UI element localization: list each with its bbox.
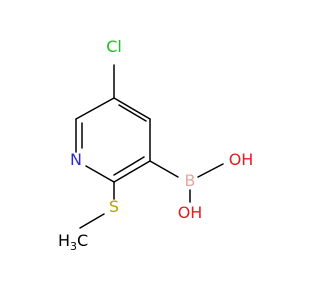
sulfur-label: S (109, 197, 119, 216)
hydroxyl-top-label: OH (229, 150, 254, 169)
bond-c6-c5 (75, 97, 115, 120)
molecule-canvas: Cl N B OH OH S H3C (58, 37, 254, 253)
chlorine-label: Cl (106, 37, 122, 56)
bond-c3-b (149, 160, 179, 178)
bond-c3-c2 (113, 160, 151, 183)
bonds (75, 64, 224, 229)
bond-s-ch3 (79, 213, 105, 229)
methyl-h: H (58, 231, 70, 250)
bond-c3-c2-double (113, 156, 145, 176)
methyl-label: H3C (58, 231, 88, 253)
boron-label: B (185, 171, 196, 190)
bond-b-oh-top (197, 163, 224, 178)
molecule-structure: Cl N B OH OH S H3C (58, 37, 254, 253)
bond-c2-n (85, 165, 115, 183)
hydroxyl-bottom-label: OH (178, 203, 203, 222)
nitrogen-label: N (70, 150, 82, 169)
bond-c5-c4 (113, 97, 151, 120)
methyl-c: C (77, 231, 88, 250)
methyl-subscript: 3 (70, 240, 77, 253)
bond-c5-c4-double (118, 104, 147, 122)
